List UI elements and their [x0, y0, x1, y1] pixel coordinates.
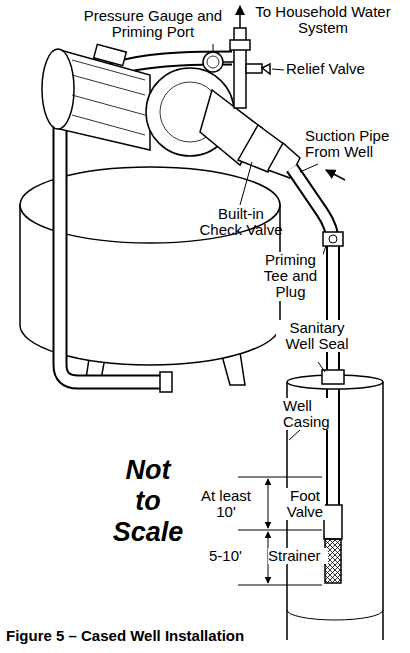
dimension-label: 5-10' [209, 548, 259, 564]
part-label: Pressure Gauge and Priming Port [78, 8, 228, 40]
part-label: To Household Water System [253, 4, 393, 36]
part-label: Suction Pipe From Well [305, 128, 400, 160]
foot-valve-strainer [324, 505, 342, 583]
part-label: Well Casing [283, 398, 333, 430]
scale-note: Not to Scale [112, 455, 184, 548]
pump-body [146, 68, 300, 178]
part-label: Relief Valve [286, 61, 396, 77]
leader-lines [213, 44, 326, 556]
figure-caption: Figure 5 – Cased Well Installation [6, 628, 406, 644]
part-label: Strainer [268, 548, 328, 564]
part-label: Priming Tee and Plug [258, 252, 323, 301]
part-label: Foot Valve [285, 488, 325, 520]
pump-motor [42, 44, 150, 150]
dimension-label: At least 10' [190, 488, 262, 520]
part-label: Built-in Check Valve [196, 206, 286, 238]
part-label: Sanitary Well Seal [276, 320, 358, 352]
